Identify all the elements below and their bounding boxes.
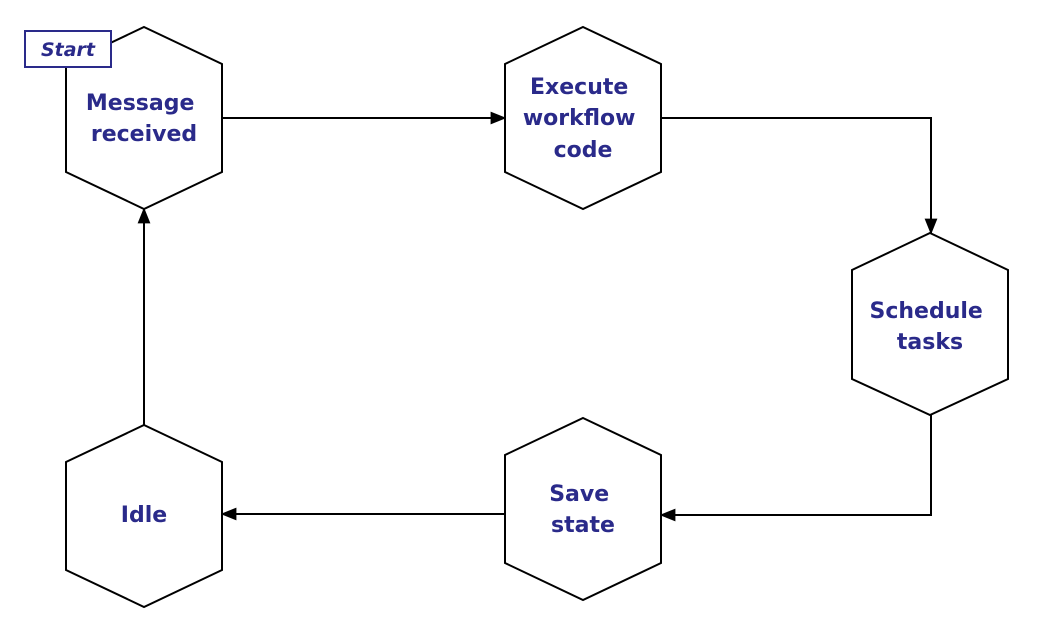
node-label: Schedule tasks [869, 299, 990, 355]
node-label: Message received [86, 91, 202, 147]
node-shape [504, 416, 662, 602]
node-shape [504, 25, 662, 211]
node-label: Idle [121, 503, 167, 528]
node-execute-workflow-code[interactable]: Execute workflow code [504, 25, 662, 211]
edge-execute-to-schedule [661, 117, 938, 235]
node-message-received[interactable]: Message received [65, 25, 223, 211]
node-shape [65, 423, 223, 609]
edge-schedule-to-save [659, 415, 932, 522]
start-badge-box [24, 30, 112, 68]
edges [137, 111, 938, 522]
node-schedule-tasks[interactable]: Schedule tasks [851, 231, 1009, 417]
node-label: Execute workflow code [523, 75, 643, 163]
start-badge: Start [24, 30, 112, 68]
node-save-state[interactable]: Save state [504, 416, 662, 602]
node-shape [851, 231, 1009, 417]
node-idle[interactable]: Idle [65, 423, 223, 609]
start-badge-label: Start [41, 39, 96, 61]
node-label: Save state [549, 482, 617, 538]
